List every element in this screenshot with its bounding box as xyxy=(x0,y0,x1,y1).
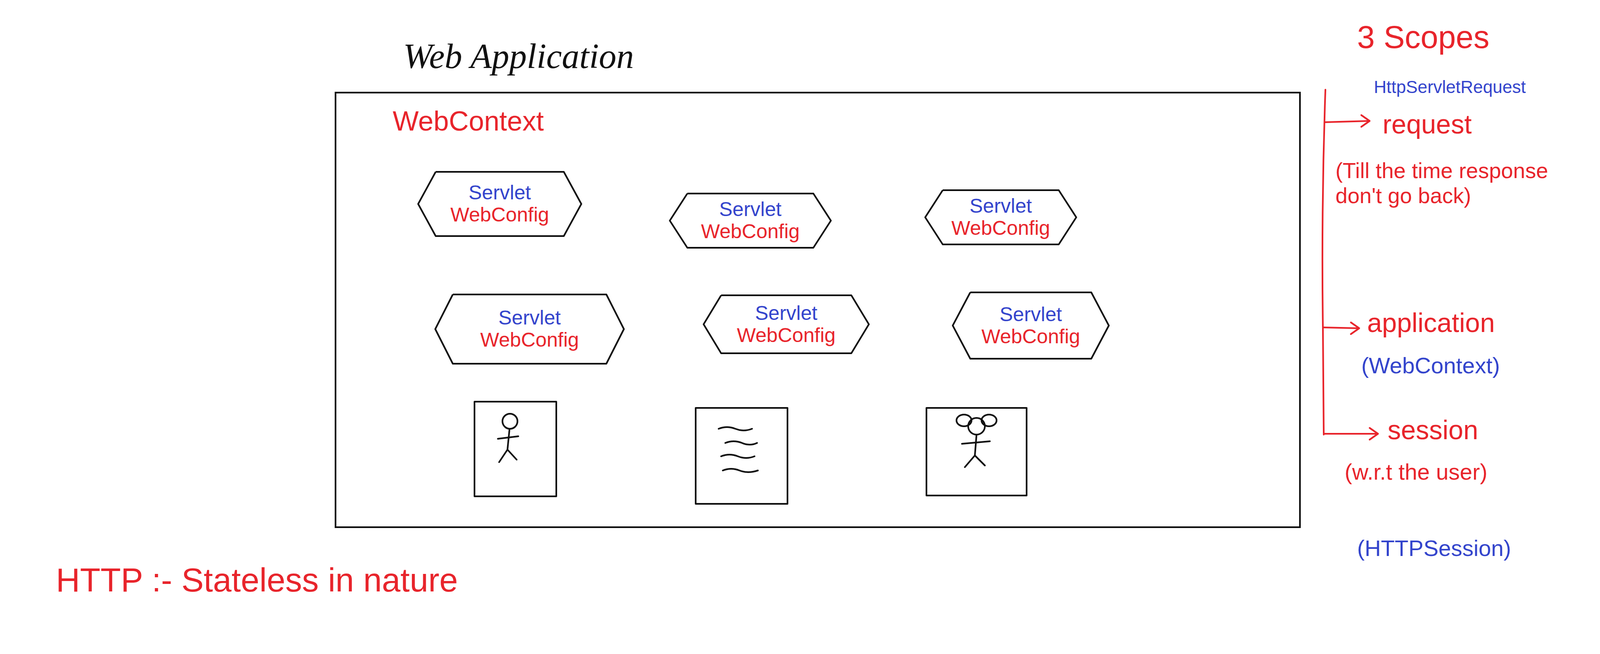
scope-note: (w.r.t the user) xyxy=(1344,459,1512,485)
container-label: WebContext xyxy=(392,105,544,137)
config-label: WebConfig xyxy=(736,324,836,347)
servlet-hexagon: ServletWebConfig xyxy=(418,171,582,237)
hexagon-path xyxy=(703,295,869,354)
hexagon-path xyxy=(435,294,624,364)
diagram-title: Web Application xyxy=(403,37,634,76)
hexagon-content: ServletWebConfig xyxy=(703,295,869,354)
picture-frame xyxy=(926,408,1027,496)
picture-frame xyxy=(695,408,788,505)
servlet-label: Servlet xyxy=(754,302,818,325)
hexagon-path xyxy=(925,190,1077,245)
hexagon-path xyxy=(418,171,582,237)
servlet-label: Servlet xyxy=(999,303,1062,326)
config-label: WebConfig xyxy=(951,217,1051,240)
config-label: WebConfig xyxy=(450,204,550,227)
class-name: HttpServletRequest xyxy=(1373,77,1526,98)
text-lines-sketch xyxy=(718,427,758,473)
servlet-label: Servlet xyxy=(498,307,561,330)
picture-frame xyxy=(474,401,557,497)
class-name: (WebContext) xyxy=(1361,352,1500,379)
scope-name: application xyxy=(1367,307,1495,339)
scope-name: request xyxy=(1382,109,1472,141)
config-label: WebConfig xyxy=(480,329,580,352)
config-label: WebConfig xyxy=(701,220,800,243)
servlet-hexagon: ServletWebConfig xyxy=(703,295,869,354)
scope-note: (Till the time response don't go back) xyxy=(1335,158,1578,209)
hexagon-content: ServletWebConfig xyxy=(418,171,582,237)
servlet-hexagon: ServletWebConfig xyxy=(952,292,1109,359)
servlet-label: Servlet xyxy=(969,195,1032,218)
servlet-label: Servlet xyxy=(468,181,531,205)
scopes-heading: 3 Scopes xyxy=(1357,18,1490,56)
scope-bracket xyxy=(1322,89,1378,440)
stick-figure xyxy=(497,413,519,463)
servlet-label: Servlet xyxy=(719,198,782,221)
protocol-note: HTTP :- Stateless in nature xyxy=(55,561,458,600)
hexagon-path xyxy=(952,292,1109,359)
servlet-hexagon: ServletWebConfig xyxy=(669,193,831,248)
hexagon-content: ServletWebConfig xyxy=(669,193,831,248)
config-label: WebConfig xyxy=(981,325,1081,349)
hexagon-content: ServletWebConfig xyxy=(952,292,1109,359)
hexagon-content: ServletWebConfig xyxy=(435,294,624,364)
servlet-hexagon: ServletWebConfig xyxy=(925,190,1077,245)
hexagon-content: ServletWebConfig xyxy=(925,190,1077,245)
web-context-box: Web ApplicationWebContextServletWebConfi… xyxy=(334,91,1301,529)
scope-name: session xyxy=(1387,415,1479,447)
class-name: (HTTPSession) xyxy=(1357,535,1512,562)
servlet-hexagon: ServletWebConfig xyxy=(435,294,624,364)
hexagon-path xyxy=(669,193,831,248)
girl-figure xyxy=(956,414,997,468)
